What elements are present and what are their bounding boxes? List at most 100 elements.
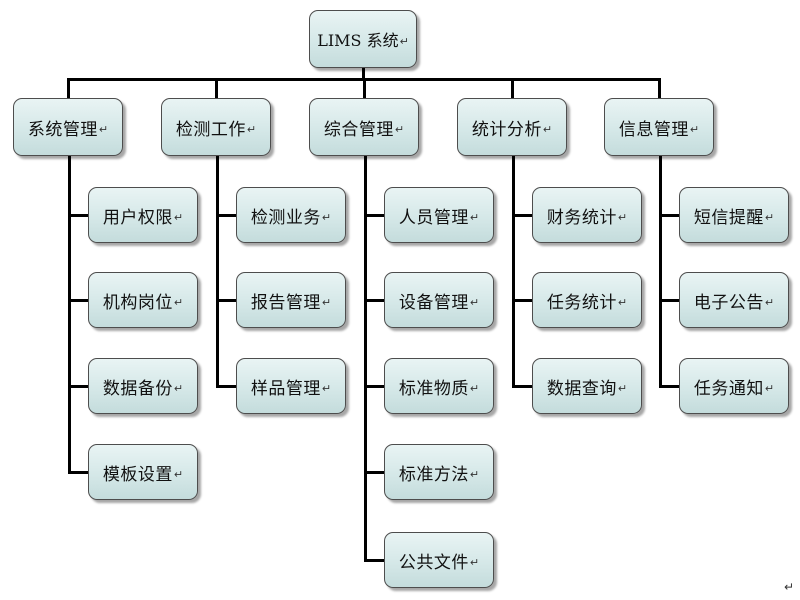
root-connector (362, 68, 365, 79)
function-node-label: 数据备份 (102, 378, 173, 399)
paragraph-mark-icon: ↵ (469, 555, 480, 569)
child-connector (216, 385, 236, 388)
paragraph-mark-icon: ↵ (617, 295, 628, 309)
module-node-label: 综合管理 (323, 119, 394, 140)
child-connector (512, 299, 532, 302)
paragraph-mark-icon: ↵ (321, 210, 332, 224)
function-node-label: 标准物质 (398, 378, 469, 399)
function-node-label: 报告管理 (250, 292, 321, 313)
paragraph-mark-icon: ↵ (469, 210, 480, 224)
function-node: 任务统计↵ (532, 272, 642, 328)
module-node: 统计分析↵ (457, 98, 567, 156)
function-node-label: 设备管理 (398, 292, 469, 313)
paragraph-mark-icon: ↵ (173, 210, 184, 224)
module-node: 系统管理↵ (13, 98, 123, 156)
paragraph-mark-icon: ↵ (469, 381, 480, 395)
paragraph-mark-icon: ↵ (764, 295, 775, 309)
child-connector (68, 299, 88, 302)
function-node-label: 任务统计 (546, 292, 617, 313)
child-connector (364, 214, 384, 217)
paragraph-mark-icon: ↵ (764, 210, 775, 224)
module-spine-line (364, 156, 367, 561)
paragraph-mark-icon: ↵ (246, 122, 257, 136)
paragraph-mark-icon: ↵ (617, 381, 628, 395)
module-node: 综合管理↵ (309, 98, 419, 156)
function-node: 财务统计↵ (532, 187, 642, 243)
module-node: 信息管理↵ (604, 98, 714, 156)
module-connector (363, 79, 366, 98)
child-connector (659, 385, 679, 388)
function-node: 数据备份↵ (88, 358, 198, 414)
function-node-label: 电子公告 (693, 292, 764, 313)
function-node: 用户权限↵ (88, 187, 198, 243)
child-connector (68, 471, 88, 474)
child-connector (659, 299, 679, 302)
paragraph-mark-icon: ↵ (689, 122, 700, 136)
function-node-label: 任务通知 (693, 378, 764, 399)
paragraph-mark-icon: ↵ (617, 210, 628, 224)
paragraph-mark-icon: ↵ (399, 34, 409, 48)
paragraph-mark-icon: ↵ (173, 295, 184, 309)
module-spine-line (68, 156, 71, 473)
module-node-label: 统计分析 (471, 119, 542, 140)
child-connector (364, 559, 384, 562)
function-node: 任务通知↵ (679, 358, 789, 414)
function-node-label: 机构岗位 (102, 292, 173, 313)
module-node-label: 系统管理 (27, 119, 98, 140)
paragraph-mark-icon: ↵ (321, 295, 332, 309)
function-node: 报告管理↵ (236, 272, 346, 328)
paragraph-mark-icon: ↵ (542, 122, 553, 136)
child-connector (512, 385, 532, 388)
function-node: 数据查询↵ (532, 358, 642, 414)
module-connector (658, 79, 661, 98)
child-connector (364, 471, 384, 474)
function-node-label: 人员管理 (398, 207, 469, 228)
paragraph-mark-icon: ↵ (394, 122, 405, 136)
function-node: 检测业务↵ (236, 187, 346, 243)
child-connector (364, 299, 384, 302)
function-node-label: 样品管理 (250, 378, 321, 399)
child-connector (364, 385, 384, 388)
child-connector (216, 299, 236, 302)
function-node: 样品管理↵ (236, 358, 346, 414)
function-node: 短信提醒↵ (679, 187, 789, 243)
function-node: 人员管理↵ (384, 187, 494, 243)
module-spine-line (512, 156, 515, 387)
function-node-label: 短信提醒 (693, 207, 764, 228)
function-node-label: 标准方法 (398, 464, 469, 485)
function-node-label: 用户权限 (102, 207, 173, 228)
function-node: 模板设置↵ (88, 444, 198, 500)
module-node-label: 信息管理 (618, 119, 689, 140)
module-node-label: 检测工作 (175, 119, 246, 140)
function-node-label: 财务统计 (546, 207, 617, 228)
paragraph-mark-icon: ↵ (173, 467, 184, 481)
module-node: 检测工作↵ (161, 98, 271, 156)
function-node-label: 检测业务 (250, 207, 321, 228)
paragraph-mark-icon: ↵ (469, 295, 480, 309)
function-node: 标准方法↵ (384, 444, 494, 500)
paragraph-mark-icon: ↵ (98, 122, 109, 136)
root-node-lims: LIMS 系统↵ (309, 10, 417, 68)
child-connector (68, 214, 88, 217)
function-node-label: 数据查询 (546, 378, 617, 399)
function-node: 设备管理↵ (384, 272, 494, 328)
function-node: 公共文件↵ (384, 532, 494, 588)
module-connector (67, 79, 70, 98)
module-connector (215, 79, 218, 98)
child-connector (659, 214, 679, 217)
child-connector (68, 385, 88, 388)
paragraph-mark-icon: ↵ (764, 381, 775, 395)
function-node: 标准物质↵ (384, 358, 494, 414)
function-node-label: 公共文件 (398, 552, 469, 573)
paragraph-mark-icon: ↵ (321, 381, 332, 395)
module-spine-line (216, 156, 219, 387)
paragraph-mark-icon: ↵ (469, 467, 480, 481)
page-end-mark: ↵ (783, 580, 794, 594)
function-node: 电子公告↵ (679, 272, 789, 328)
function-node-label: 模板设置 (102, 464, 173, 485)
module-connector (511, 79, 514, 98)
module-spine-line (659, 156, 662, 387)
child-connector (216, 214, 236, 217)
function-node: 机构岗位↵ (88, 272, 198, 328)
